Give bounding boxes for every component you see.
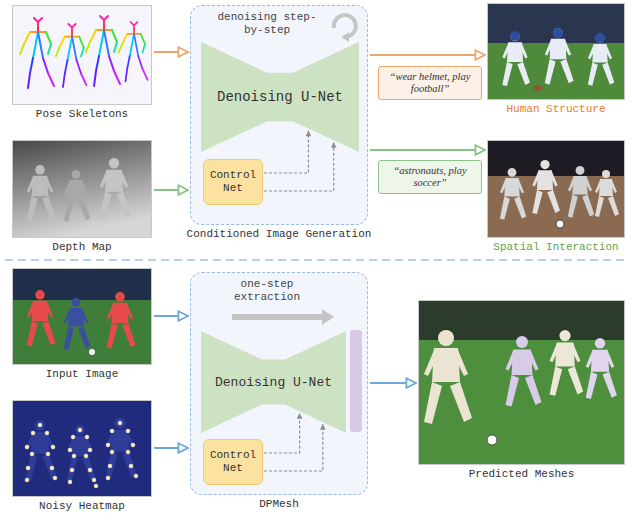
ball [89,349,95,355]
control-arrow [264,413,300,453]
block-label: “astronauts, play soccer” [383,165,477,189]
flow-arrow [154,51,188,53]
image-panel: Noisy Heatmap [12,400,152,497]
flow-arrow [154,189,188,191]
unet-block: Denoising U-Net [201,331,346,433]
skeleton [86,16,120,86]
image-panel: Human Structure [487,3,625,100]
astronaut [595,170,619,217]
skeleton [119,22,148,82]
flow-arrow [154,447,188,449]
astronaut [532,160,560,214]
astronaut [500,168,526,220]
control-arrow [264,424,323,471]
control-arrow [264,131,308,173]
mesh-figure [424,330,472,424]
extraction-arrowhead [322,309,334,325]
flow-arrow [370,149,485,151]
block-label: “wear helmet, play football” [383,71,477,95]
prompt-box: “wear helmet, play football” [378,66,482,100]
mesh-figure [506,336,542,407]
heatmap-person [67,425,96,481]
flow-arrow [154,315,188,317]
heatmap-person [106,418,137,479]
unet-outline [201,331,346,433]
mesh-figure [550,330,584,396]
heatmap-person [26,420,57,481]
image-panel: Spatial Interaction [487,140,625,238]
depth-ball [90,221,100,231]
player [545,28,574,84]
controlnet-block: Control Net [203,159,263,205]
flow-arrow [370,54,485,56]
pose-ground [12,5,152,105]
controlnet-block: Control Net [203,439,263,485]
caption-label: Conditioned Image Generation [131,228,427,241]
caption-label: Pose Skeletons [0,108,211,121]
caption-label: DPMesh [131,498,427,511]
flow-arrow [370,382,416,384]
player [64,298,90,350]
heatmap-dots [25,421,138,488]
loop-arrow [334,15,356,37]
box-ground [190,5,368,225]
depth-person [64,170,90,222]
depth-person [100,158,131,219]
heatmap-ground [12,400,152,497]
player [27,290,56,346]
mesh-figure [586,338,617,399]
control-arrow [264,142,334,191]
unet-outline [201,42,359,152]
process-box: denoising step-by-stepConditioned Image … [190,5,368,225]
caption-label: Input Image [0,368,211,381]
block-label: Control Net [204,169,262,195]
ball [556,220,564,228]
box-ground [190,272,368,495]
stadium [12,268,152,300]
block-label: Denoising U-Net [215,376,332,389]
caption-label: Human Structure [428,103,632,116]
prompt-box: “astronauts, play soccer” [378,160,482,194]
block-label: Denoising U-Net [217,91,343,104]
image-panel: Pose Skeletons [12,5,152,105]
player [588,34,614,86]
step-label: denoising step-by-step [211,11,323,37]
loop-arrowhead [341,32,349,42]
helmet [553,28,563,38]
skeleton [56,24,87,87]
ball [533,85,543,91]
helmet [595,33,605,43]
step-label: one-step extraction [211,278,323,304]
image-panel: Predicted Meshes [418,300,625,465]
caption-label: Depth Map [0,241,211,254]
depth-person [27,165,56,221]
image-panel: Depth Map [12,140,152,238]
caption-label: Spatial Interaction [428,241,632,254]
image-panel: Input Image [12,268,152,365]
caption-label: Predicted Meshes [359,468,632,481]
helmet [510,31,520,41]
block-label: Control Net [204,449,262,475]
process-box: one-step extractionDPMeshDenoising U-Net… [190,272,368,495]
divider [5,259,627,261]
player [107,292,136,348]
extraction-arrow [232,314,322,320]
skeleton [20,18,54,88]
caption-label: Noisy Heatmap [0,500,211,513]
output-head [350,330,362,432]
ball [487,435,497,445]
stadium [487,3,625,43]
player [502,32,530,86]
astronaut [568,166,594,218]
unet-block: Denoising U-Net [201,42,359,152]
depth-ground [12,140,152,238]
